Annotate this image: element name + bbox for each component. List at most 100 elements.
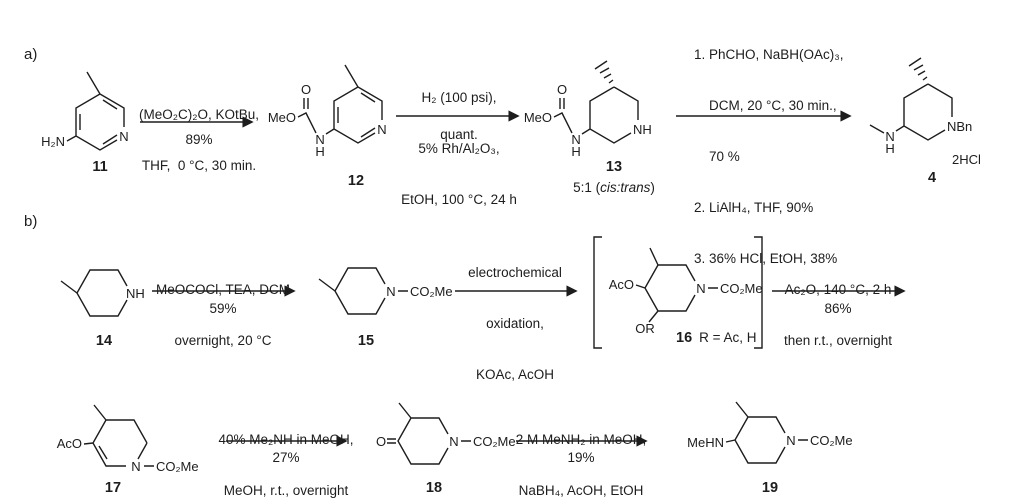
condition-line: H₂ (100 psi), bbox=[421, 90, 497, 105]
methoxy-label: MeO bbox=[268, 110, 296, 125]
structure-11: N H₂N bbox=[41, 71, 129, 151]
ring-nh-label: NH bbox=[126, 286, 145, 301]
conditions-b5: 2 M MeNH₂ in MeOH, NaBH₄, AcOH, EtOH bbox=[516, 397, 647, 504]
condition-line: KOAc, AcOH bbox=[475, 367, 555, 382]
condition-line: 2 M MeNH₂ in MeOH, bbox=[515, 432, 647, 447]
bonds bbox=[397, 402, 471, 465]
acetoxy-label: AcO bbox=[609, 277, 634, 292]
condition-line: 2. LiAlH₄, THF, 90% bbox=[694, 200, 814, 215]
condition-line: DCM, 20 °C, 30 min., bbox=[694, 98, 837, 113]
structure-18: N CO₂Me O bbox=[376, 402, 516, 465]
condition-line: Ac₂O, 140 °C, 2 h bbox=[784, 282, 892, 297]
condition-line: 70 % bbox=[694, 149, 740, 164]
bonds bbox=[725, 401, 808, 464]
amide-nitrogen-label: N bbox=[315, 132, 324, 147]
structure-17: N CO₂Me AcO bbox=[57, 404, 199, 474]
compound-label-16: 16 bbox=[676, 330, 693, 346]
condition-line: NaBH₄, AcOH, EtOH bbox=[518, 483, 644, 498]
amide-hydrogen-label: H bbox=[571, 144, 580, 159]
compound-label-13: 13 bbox=[605, 159, 623, 175]
condition-line: 3. 36% HCl, EtOH, 38% bbox=[694, 251, 838, 266]
condition-line: 5% Rh/Al₂O₃, bbox=[418, 141, 500, 156]
compound-label-17: 17 bbox=[104, 480, 122, 496]
bonds bbox=[318, 267, 408, 315]
scheme-a-label: a) bbox=[24, 46, 38, 63]
ring-nitrogen-label: N bbox=[119, 129, 128, 144]
r-definition: R = Ac, H bbox=[699, 330, 757, 345]
structure-13: NH O MeO N H bbox=[524, 60, 652, 159]
ratio-prefix: 5:1 ( bbox=[573, 180, 601, 195]
compound-label-14: 14 bbox=[95, 333, 113, 349]
conditions-a2: H₂ (100 psi), 5% Rh/Al₂O₃, EtOH, 100 °C,… bbox=[401, 55, 517, 242]
compound-label-15: 15 bbox=[357, 333, 375, 349]
compound-label-12: 12 bbox=[347, 173, 365, 189]
structure-15: N CO₂Me bbox=[318, 267, 453, 315]
structure-14: NH bbox=[60, 269, 145, 317]
amide-hydrogen-label: H bbox=[315, 144, 324, 159]
ring-nh-label: NH bbox=[633, 122, 652, 137]
double-bonds bbox=[79, 99, 118, 145]
condition-line: overnight, 20 °C bbox=[174, 333, 272, 348]
conditions-a3: 1. PhCHO, NaBH(OAc)₃, DCM, 20 °C, 30 min… bbox=[694, 12, 844, 301]
yield-b3: 86% bbox=[824, 301, 852, 316]
reaction-arrows bbox=[140, 110, 906, 447]
acetoxy-label: AcO bbox=[57, 436, 82, 451]
carbamate-label: CO₂Me bbox=[156, 459, 199, 474]
compound-label-18: 18 bbox=[425, 480, 443, 496]
ring-nitrogen-label: N bbox=[386, 284, 395, 299]
ring-nitrogen-label: N bbox=[449, 434, 458, 449]
yield-b1: 59% bbox=[209, 301, 237, 316]
compound-label-11: 11 bbox=[92, 159, 108, 175]
conditions-b3: Ac₂O, 140 °C, 2 h then r.t., overnight bbox=[784, 247, 892, 383]
structure-12: N O MeO N H bbox=[268, 64, 387, 159]
carbamate-label: CO₂Me bbox=[410, 284, 453, 299]
yield-a1: 89% bbox=[185, 132, 213, 147]
ring-nitrogen-label: N bbox=[131, 459, 140, 474]
amide-nitrogen-label: N bbox=[571, 132, 580, 147]
carbamate-label: CO₂Me bbox=[720, 281, 763, 296]
bonds bbox=[60, 269, 128, 317]
scheme-b-label: b) bbox=[24, 213, 38, 230]
structure-19: N CO₂Me MeHN bbox=[687, 401, 853, 464]
methylamino-label: MeHN bbox=[687, 435, 724, 450]
left-bracket bbox=[593, 236, 602, 349]
yield-a2: quant. bbox=[440, 127, 478, 142]
double-bonds bbox=[98, 445, 108, 460]
carbamate-label: CO₂Me bbox=[473, 434, 516, 449]
bonds bbox=[553, 86, 639, 144]
ratio-suffix: ) bbox=[650, 180, 655, 195]
amine-hydrogen-label: H bbox=[885, 141, 894, 156]
carbamate-label: CO₂Me bbox=[810, 433, 853, 448]
yield-b5: 19% bbox=[567, 450, 595, 465]
conditions-b1: MeOCOCl, TEA, DCM overnight, 20 °C bbox=[156, 247, 290, 383]
ring-nitrogen-label: N bbox=[786, 433, 795, 448]
conditions-b4: 40% Me₂NH in MeOH, MeOH, r.t., overnight bbox=[218, 397, 353, 504]
bonds bbox=[297, 64, 383, 144]
ring-nbn-label: NBn bbox=[947, 119, 972, 134]
ratio-italic: cis:trans bbox=[600, 180, 651, 195]
compound-16-note: 16 R = Ac, H bbox=[676, 330, 757, 346]
bonds bbox=[635, 247, 718, 323]
ketone-oxygen-label: O bbox=[376, 434, 386, 449]
condition-line: oxidation, bbox=[486, 316, 544, 331]
condition-line: (MeO₂C)₂O, KOtBu, bbox=[139, 107, 259, 122]
condition-line: then r.t., overnight bbox=[783, 333, 893, 348]
condition-line: MeOH, r.t., overnight bbox=[223, 483, 349, 498]
ring-nitrogen-label: N bbox=[696, 281, 705, 296]
ring-nitrogen-label: N bbox=[377, 122, 386, 137]
condition-line: 1. PhCHO, NaBH(OAc)₃, bbox=[694, 47, 844, 62]
double-bonds bbox=[387, 438, 396, 444]
conditions-a1: (MeO₂C)₂O, KOtBu, THF, 0 °C, 30 min. bbox=[139, 72, 259, 208]
double-bonds bbox=[303, 92, 376, 138]
condition-line: 40% Me₂NH in MeOH, bbox=[218, 432, 354, 447]
structure-4: NBn N H 2HCl bbox=[869, 57, 981, 167]
condition-line: EtOH, 100 °C, 24 h bbox=[401, 192, 517, 207]
hashed-wedge-bond bbox=[908, 57, 928, 81]
condition-line: MeOCOCl, TEA, DCM bbox=[155, 282, 291, 297]
bonds bbox=[869, 83, 953, 141]
amine-label: H₂N bbox=[41, 134, 65, 149]
brackets-16 bbox=[593, 236, 763, 349]
or-group-label: OR bbox=[635, 321, 655, 336]
carbonyl-oxygen-label: O bbox=[301, 82, 311, 97]
